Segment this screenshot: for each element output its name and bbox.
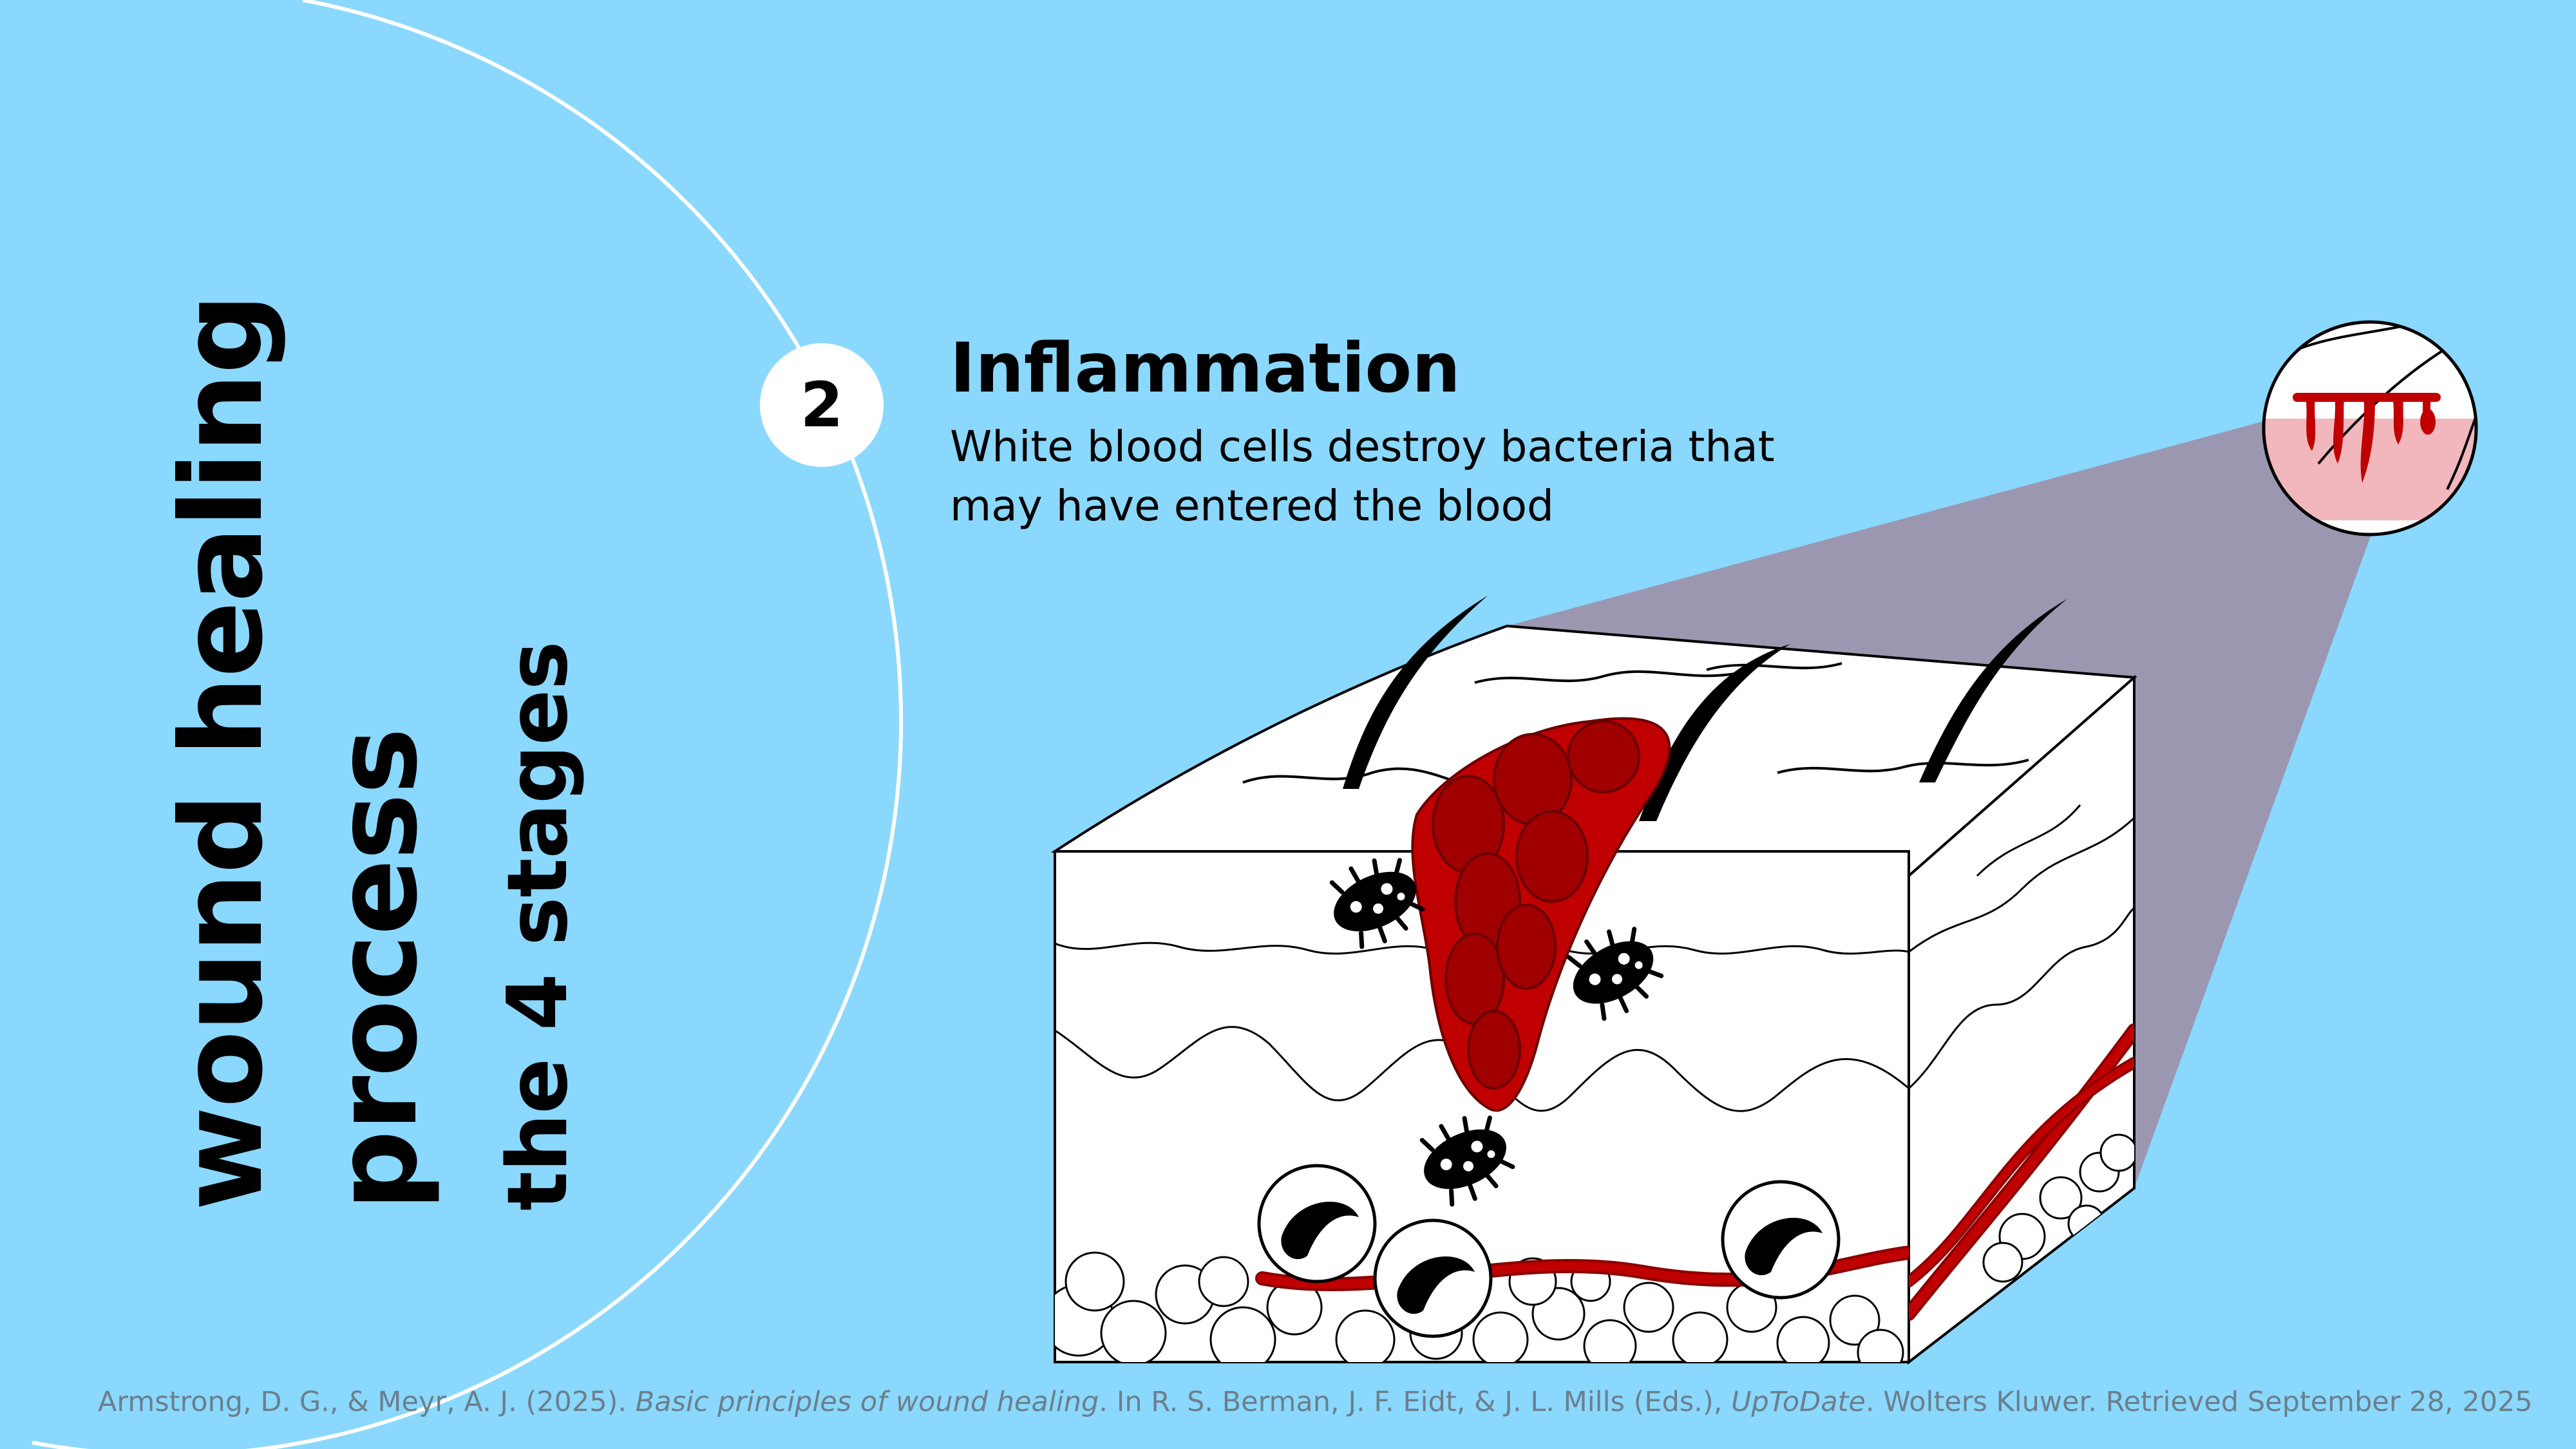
citation-authors: Armstrong, D. G., & Meyr, A. J. (2025). — [98, 1386, 636, 1418]
bacteria-icon — [1566, 927, 1664, 1021]
white-blood-cell-icon — [1721, 1180, 1841, 1300]
citation-editors: . In R. S. Berman, J. F. Eidt, & J. L. M… — [1099, 1386, 1732, 1418]
stage-description: White blood cells destroy bacteria that … — [950, 422, 1775, 531]
citation-article-title: Basic principles of wound healing — [635, 1386, 1099, 1418]
citation-publisher: . Wolters Kluwer. Retrieved September 28… — [1865, 1386, 2533, 1418]
white-blood-cell-icon — [1373, 1218, 1493, 1338]
fat-cells — [1055, 1251, 1904, 1362]
stage-title: Inflammation — [950, 328, 1461, 408]
white-blood-cell-icon — [1257, 1164, 1377, 1283]
citation: Armstrong, D. G., & Meyr, A. J. (2025). … — [98, 1386, 2533, 1418]
zoom-beam — [1507, 419, 2376, 1188]
bacteria-icon — [1419, 1115, 1515, 1207]
citation-source: UpToDate — [1731, 1386, 1866, 1418]
hair-strands — [1343, 596, 2067, 821]
blood-clot-icon — [1411, 717, 1671, 1112]
magnifier-zoom-icon — [2262, 320, 2478, 536]
bacteria-icon — [1329, 858, 1425, 949]
stage-number-badge: 2 — [760, 343, 884, 467]
